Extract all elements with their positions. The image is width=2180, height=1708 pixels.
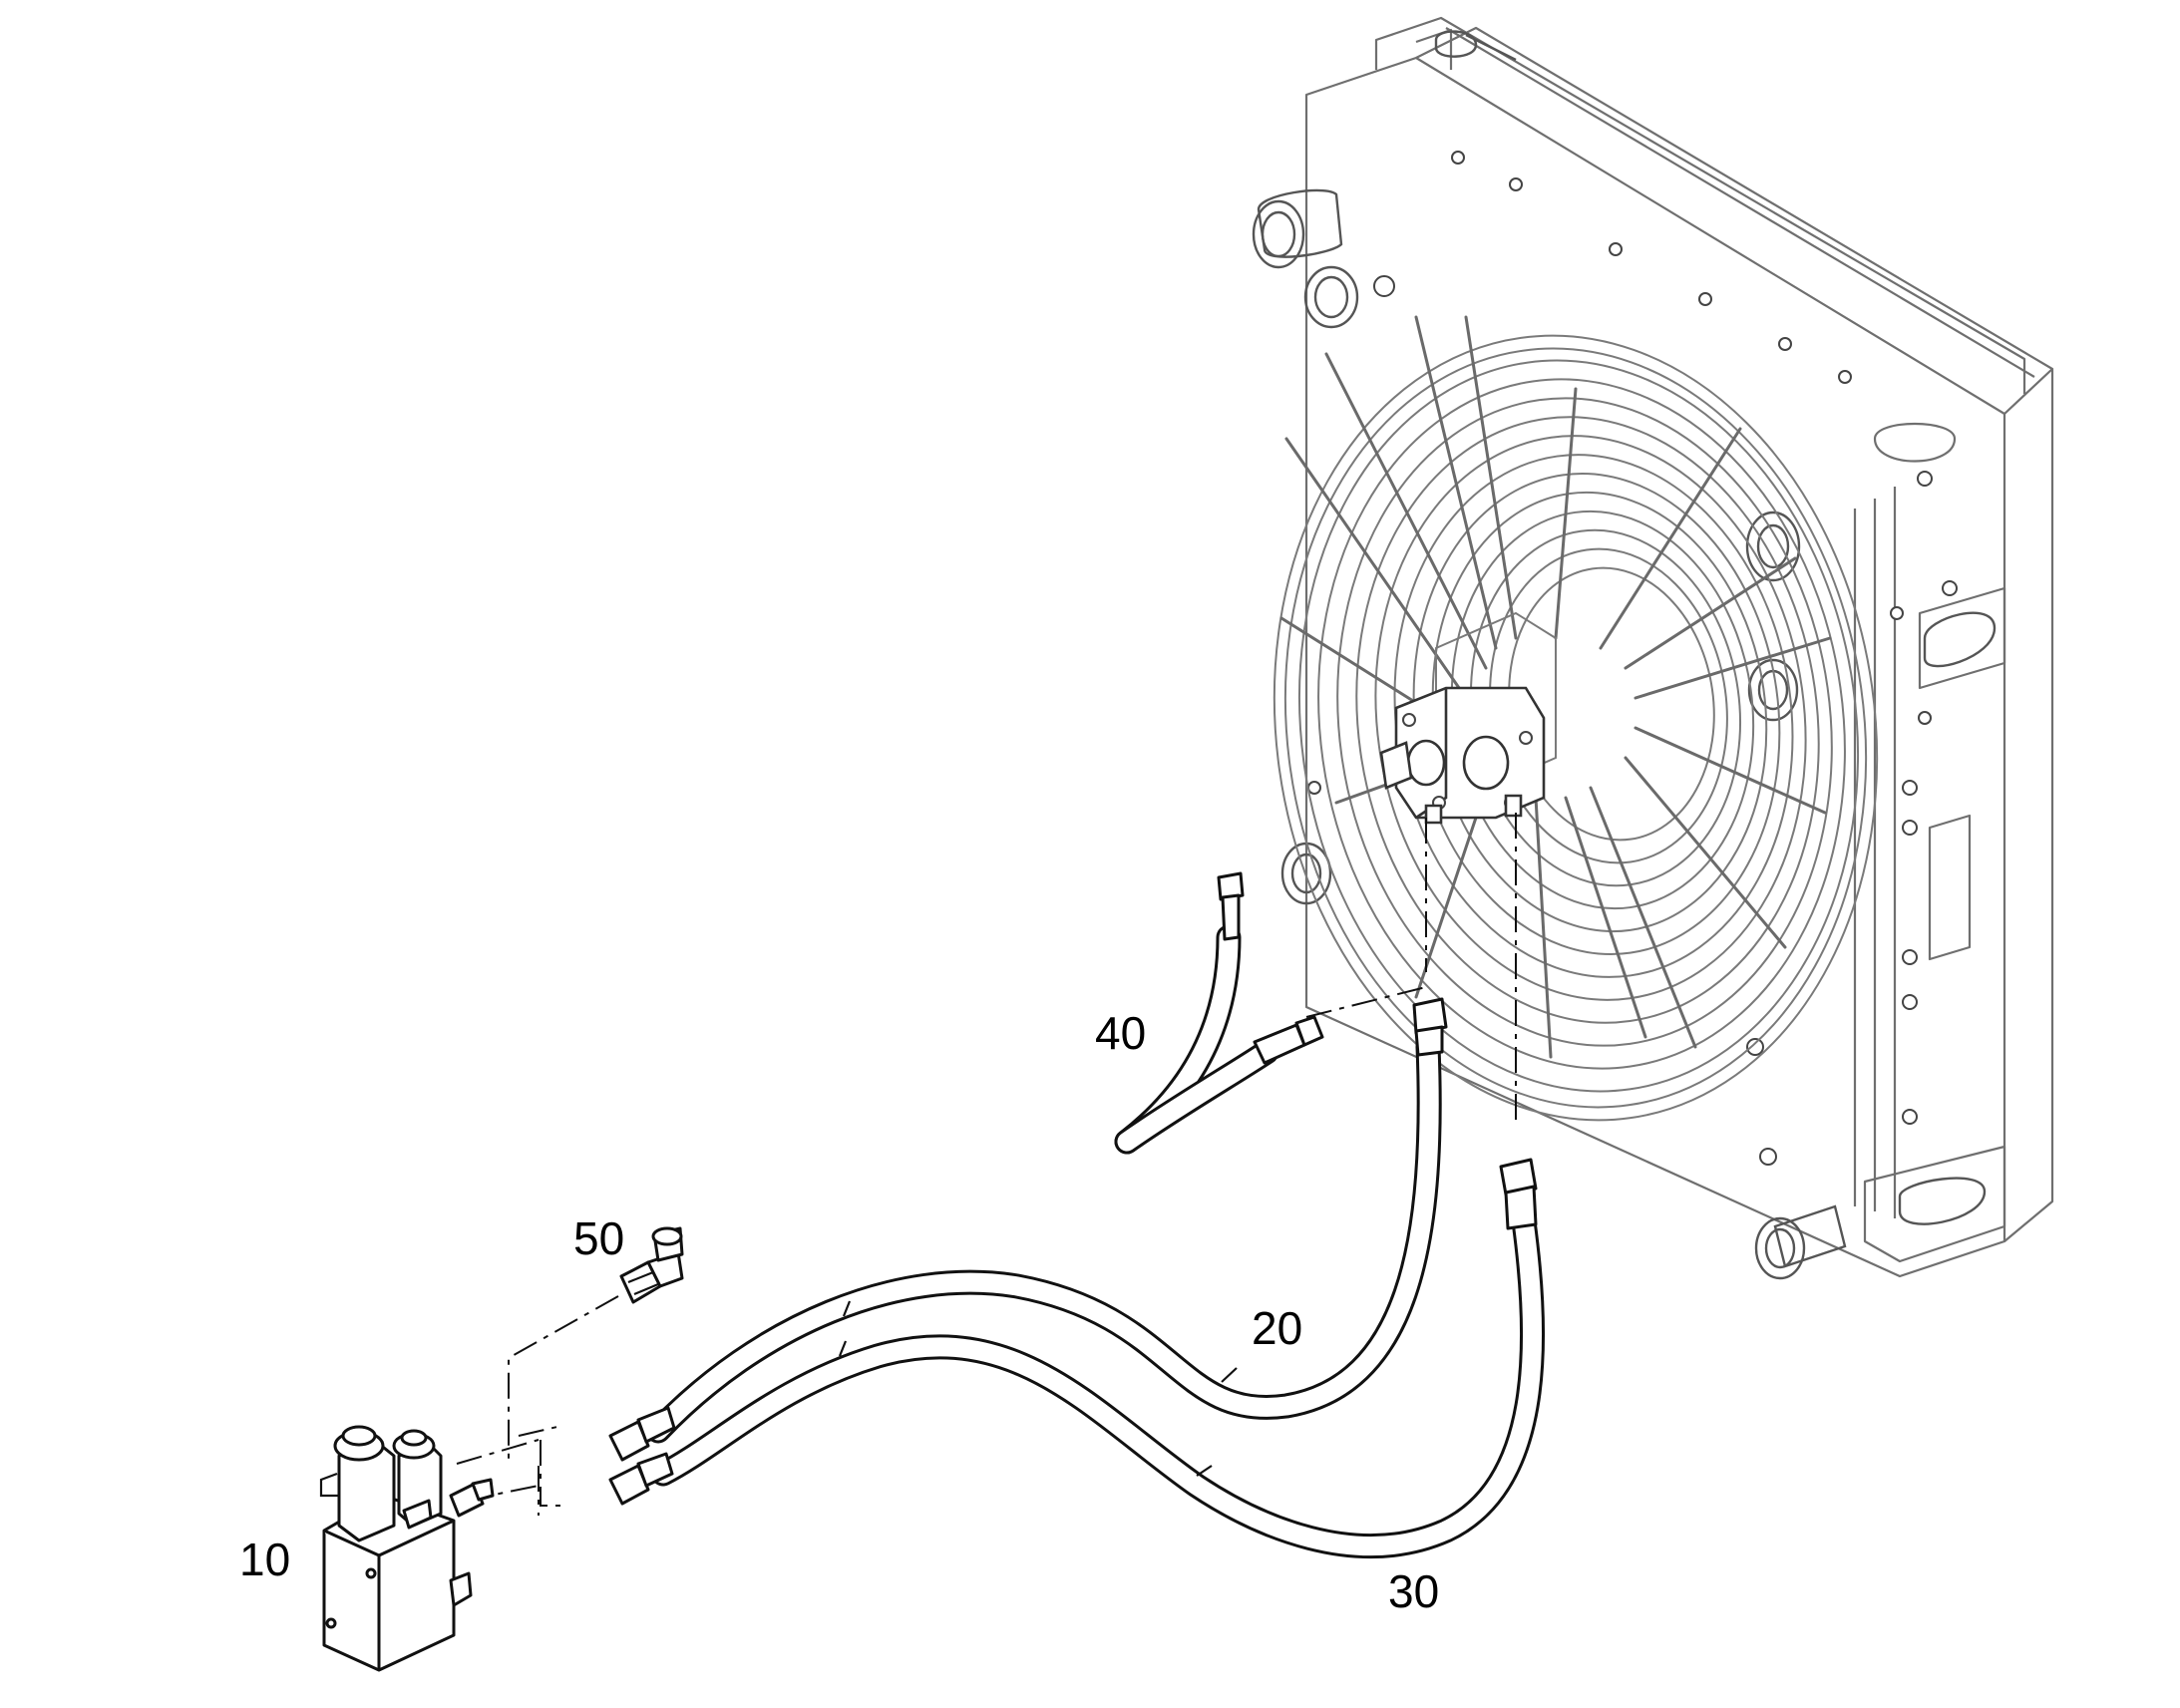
hose-30 <box>608 1158 1546 1559</box>
connection-lines <box>456 813 1517 1516</box>
callout-40: 40 <box>1095 1007 1146 1059</box>
radiator-assembly <box>1252 16 2054 1280</box>
callout-labels: 10 20 30 40 50 <box>239 1007 1439 1617</box>
callout-20: 20 <box>1252 1302 1302 1354</box>
hose-40 <box>1114 871 1324 1155</box>
radiator-bolts <box>1307 151 1958 1166</box>
callout-30: 30 <box>1388 1565 1439 1617</box>
valve-block-10 <box>319 1425 495 1672</box>
hydraulic-fan-motor <box>1379 686 1546 825</box>
elbow-fitting-50 <box>619 1226 684 1304</box>
hose-20 <box>608 997 1448 1462</box>
callout-50: 50 <box>573 1212 624 1264</box>
fan-guard <box>1272 315 1879 1122</box>
callout-10: 10 <box>239 1534 290 1585</box>
